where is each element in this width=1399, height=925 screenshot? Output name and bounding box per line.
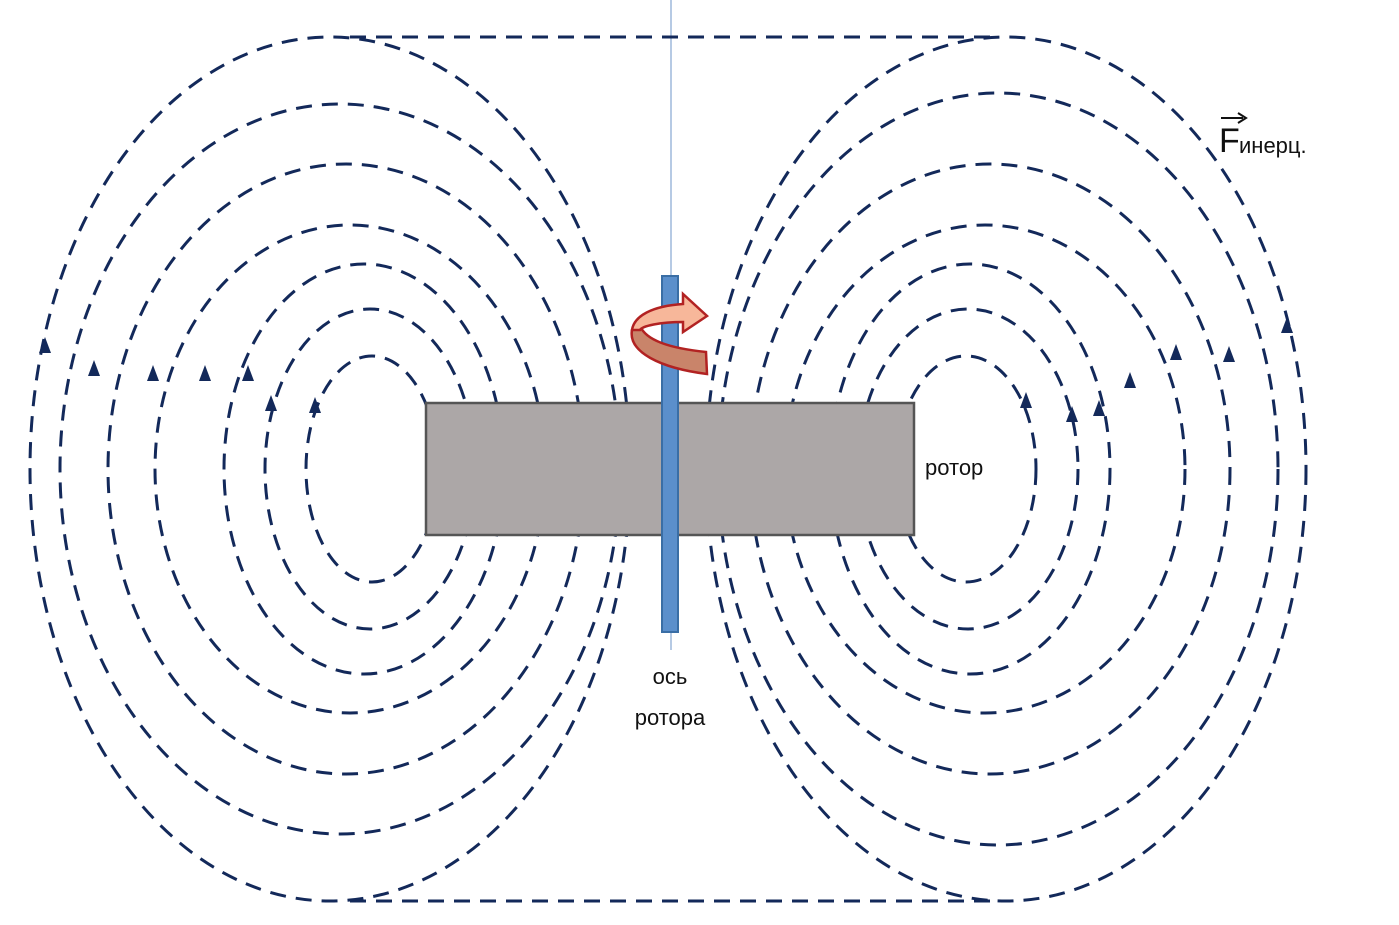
connector-lines: [350, 35, 1000, 903]
arrowhead-up-icon-3: [147, 365, 159, 381]
rotor-axis: [661, 275, 679, 633]
direction-arrowheads: [39, 317, 1293, 422]
arrowhead-up-icon-4: [199, 365, 211, 381]
arrowhead-up-icon-9: [1066, 406, 1078, 422]
arrowhead-up-icon-1: [39, 337, 51, 353]
arrowhead-up-icon-5: [242, 365, 254, 381]
arrowhead-up-icon-11: [1124, 372, 1136, 388]
arrowhead-up-icon-12: [1170, 344, 1182, 360]
arrowhead-up-icon-8: [1020, 392, 1032, 408]
right-field-line-4: [783, 223, 1187, 715]
axis-label-line1: ось: [653, 664, 688, 689]
arrowhead-up-icon-6: [265, 395, 277, 411]
arrowhead-up-icon-13: [1223, 346, 1235, 362]
right-field-line-6: [716, 91, 1280, 847]
force-label: F инерц.: [1219, 112, 1307, 160]
force-symbol: F: [1219, 122, 1240, 160]
arrowhead-up-icon-2: [88, 360, 100, 376]
rotation-arrow-icon: [630, 291, 710, 376]
arrowhead-up-icon-10: [1093, 400, 1105, 416]
axis-label-line2: ротора: [635, 705, 706, 730]
arrowhead-up-icon-7: [309, 397, 321, 413]
vector-arrow-icon: [1221, 112, 1248, 124]
force-subscript: инерц.: [1239, 133, 1307, 158]
left-field-line-1: [304, 354, 440, 584]
arrowhead-up-icon-14: [1281, 317, 1293, 333]
rotor-label: ротор: [925, 455, 983, 480]
